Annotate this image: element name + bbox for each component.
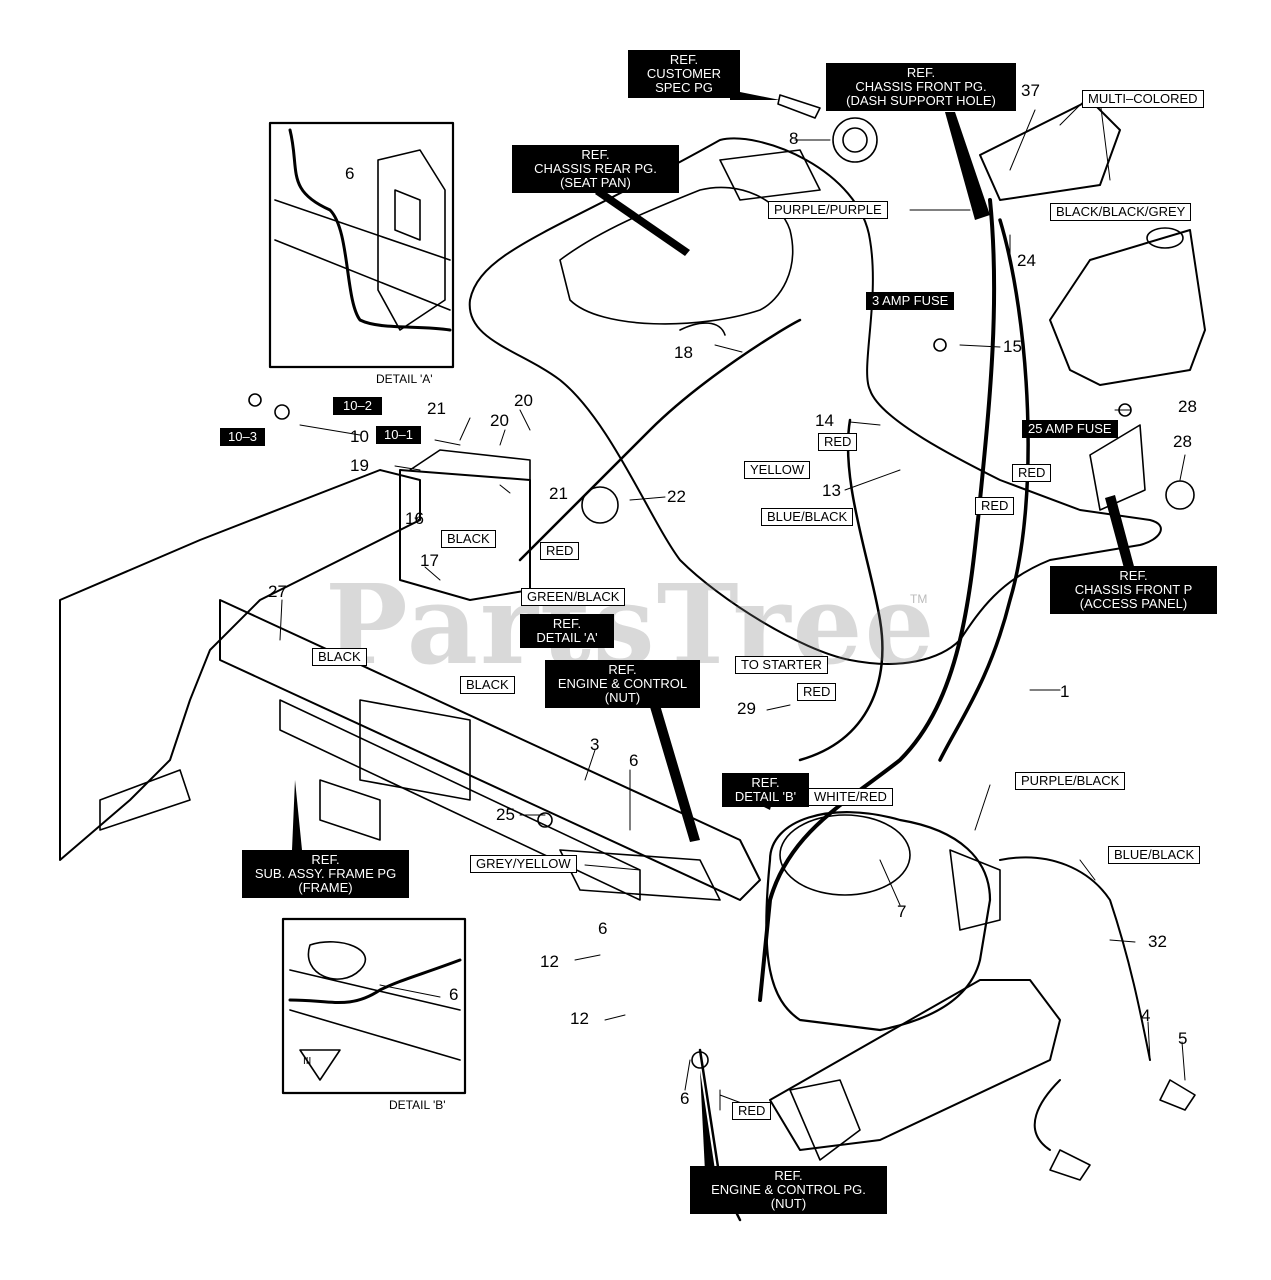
- part-number-25: 25: [496, 805, 515, 824]
- part-number-16: 16: [405, 509, 424, 528]
- part-number-32: 32: [1148, 932, 1167, 951]
- ref-sub-assy-frame: REF. SUB. ASSY. FRAME PG (FRAME): [242, 850, 409, 898]
- part-number-6-detail-b: 6: [449, 985, 459, 1004]
- part-number-29: 29: [737, 699, 756, 718]
- part-number-19: 19: [350, 456, 369, 475]
- wire-label-red-3: RED: [975, 497, 1015, 515]
- front-axle: [769, 979, 1061, 1151]
- wire-label-red-6: RED: [732, 1102, 772, 1120]
- wire-label-blue-black-1: BLUE/BLACK: [761, 508, 854, 526]
- wire-label-red-5: RED: [797, 683, 837, 701]
- part-number-13: 13: [822, 481, 841, 500]
- wire-label-black-1: BLACK: [441, 530, 496, 548]
- part-number-14: 14: [815, 411, 834, 430]
- detail-a-frame: [268, 121, 455, 369]
- dash-cluster: [979, 99, 1121, 201]
- callout-3-amp-fuse: 3 AMP FUSE: [866, 292, 955, 310]
- part-number-6-c: 6: [680, 1089, 690, 1108]
- detail-a-caption: DETAIL 'A': [376, 372, 433, 386]
- wire-label-black-black-grey: BLACK/BLACK/GREY: [1050, 203, 1192, 221]
- wire-label-to-starter: TO STARTER: [735, 656, 828, 674]
- ref-chassis-front-dash: REF. CHASSIS FRONT PG. (DASH SUPPORT HOL…: [826, 63, 1016, 111]
- wire-label-red-2: RED: [1012, 464, 1052, 482]
- detail-b-frame: [281, 917, 467, 1095]
- callout-25-amp-fuse: 25 AMP FUSE: [1022, 420, 1118, 438]
- engine-block: [765, 811, 992, 1032]
- callout-10-1: 10–1: [376, 426, 421, 444]
- part-number-21-b: 21: [549, 484, 568, 503]
- seat-pan: [468, 137, 1162, 665]
- part-number-37: 37: [1021, 81, 1040, 100]
- part-number-1: 1: [1060, 682, 1070, 701]
- watermark-tm: TM: [910, 592, 928, 606]
- ref-chassis-front-access: REF. CHASSIS FRONT P (ACCESS PANEL): [1050, 566, 1217, 614]
- wire-label-yellow: YELLOW: [744, 461, 811, 479]
- wire-harness: [758, 198, 997, 1002]
- part-number-24: 24: [1017, 251, 1036, 270]
- part-number-6-b: 6: [598, 919, 608, 938]
- wire-label-multi-colored: MULTI–COLORED: [1082, 90, 1204, 108]
- detail-b-caption: DETAIL 'B': [389, 1098, 446, 1112]
- wire-label-red-4: RED: [540, 542, 580, 560]
- part-number-28-b: 28: [1173, 432, 1192, 451]
- ref-engine-control-nut-1: REF. ENGINE & CONTROL (NUT): [545, 660, 700, 708]
- part-number-6-a: 6: [629, 751, 639, 770]
- part-number-12-a: 12: [540, 952, 559, 971]
- battery: [399, 469, 531, 601]
- part-number-6-detail-a: 6: [345, 164, 355, 183]
- wire-label-purple-black: PURPLE/BLACK: [1015, 772, 1126, 790]
- part-number-3: 3: [590, 735, 600, 754]
- part-number-28-a: 28: [1178, 397, 1197, 416]
- part-number-8: 8: [789, 129, 799, 148]
- frame-rails: [59, 469, 421, 861]
- ref-detail-a: REF. DETAIL 'A': [520, 614, 614, 648]
- part-number-18: 18: [674, 343, 693, 362]
- wire-label-black-2: BLACK: [312, 648, 367, 666]
- part-number-21-a: 21: [427, 399, 446, 418]
- ref-customer-spec: REF. CUSTOMER SPEC PG: [628, 50, 740, 98]
- fuel-tank: [1049, 229, 1206, 386]
- wire-label-white-red: WHITE/RED: [808, 788, 893, 806]
- detail-a-art: [274, 149, 451, 331]
- part-number-27: 27: [268, 582, 287, 601]
- wire-label-purple-purple: PURPLE/PURPLE: [768, 201, 888, 219]
- part-number-5: 5: [1178, 1029, 1188, 1048]
- wire-label-blue-black-2: BLUE/BLACK: [1108, 846, 1201, 864]
- part-number-7: 7: [897, 902, 907, 921]
- callout-10-2: 10–2: [333, 397, 382, 415]
- wire-label-green-black: GREEN/BLACK: [521, 588, 626, 606]
- part-number-22: 22: [667, 487, 686, 506]
- ref-chassis-rear-seat-pan: REF. CHASSIS REAR PG. (SEAT PAN): [512, 145, 679, 193]
- part-number-17: 17: [420, 551, 439, 570]
- callout-10-3: 10–3: [220, 428, 265, 446]
- part-number-20-b: 20: [490, 411, 509, 430]
- part-number-15: 15: [1003, 337, 1022, 356]
- wire-label-red-1: RED: [818, 433, 858, 451]
- part-number-10: 10: [350, 427, 369, 446]
- wire-label-grey-yellow: GREY/YELLOW: [470, 855, 577, 873]
- part-number-4: 4: [1141, 1006, 1151, 1025]
- wire-label-black-3: BLACK: [460, 676, 515, 694]
- ref-detail-b: REF. DETAIL 'B': [722, 773, 809, 807]
- access-panel: [1089, 424, 1146, 511]
- detail-b-art: [289, 941, 461, 1061]
- detail-b-symbol: III: [303, 1056, 312, 1067]
- part-number-12-b: 12: [570, 1009, 589, 1028]
- ref-engine-control-nut-2: REF. ENGINE & CONTROL PG. (NUT): [690, 1166, 887, 1214]
- part-number-20-a: 20: [514, 391, 533, 410]
